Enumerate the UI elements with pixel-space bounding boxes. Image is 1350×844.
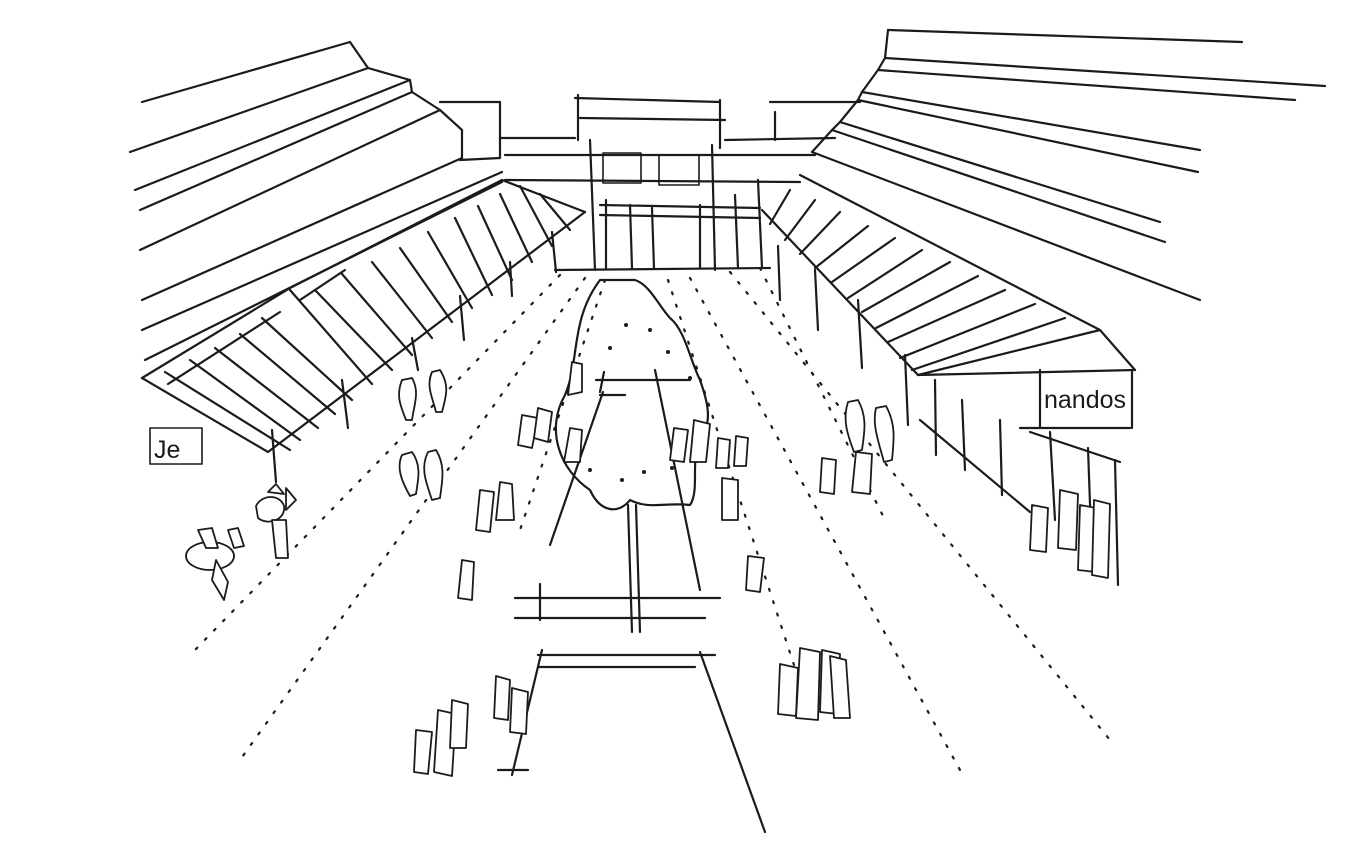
nandos-shop-sign: nandos — [1044, 386, 1126, 414]
person-group-center-right — [669, 419, 765, 593]
left-shopfront-posts — [270, 230, 558, 484]
paving-lines — [193, 266, 1112, 772]
person-group-shopfront — [1029, 489, 1111, 579]
left-roof-lines — [128, 40, 504, 362]
left-awning — [140, 178, 587, 454]
person-group-center-left — [457, 361, 583, 601]
person-group-left — [185, 483, 297, 601]
end-building — [438, 93, 862, 272]
right-roof-lines — [810, 28, 1327, 302]
person-group-right — [819, 399, 895, 495]
person-group-front-right — [777, 647, 851, 721]
central-tree-canopy — [554, 278, 709, 511]
person-group-front-left — [413, 675, 529, 777]
person-pair-left-walk — [398, 449, 444, 501]
right-shopfront-posts — [776, 244, 1134, 587]
person-pair-mid-left — [398, 369, 448, 421]
je-shop-sign: Je — [149, 427, 203, 465]
central-canopy-frame-back — [548, 368, 702, 634]
right-awning — [760, 173, 1137, 377]
people-figures — [185, 361, 1111, 777]
nandos-sign-text: nandos — [1044, 386, 1126, 414]
je-sign-text: Je — [154, 436, 180, 464]
